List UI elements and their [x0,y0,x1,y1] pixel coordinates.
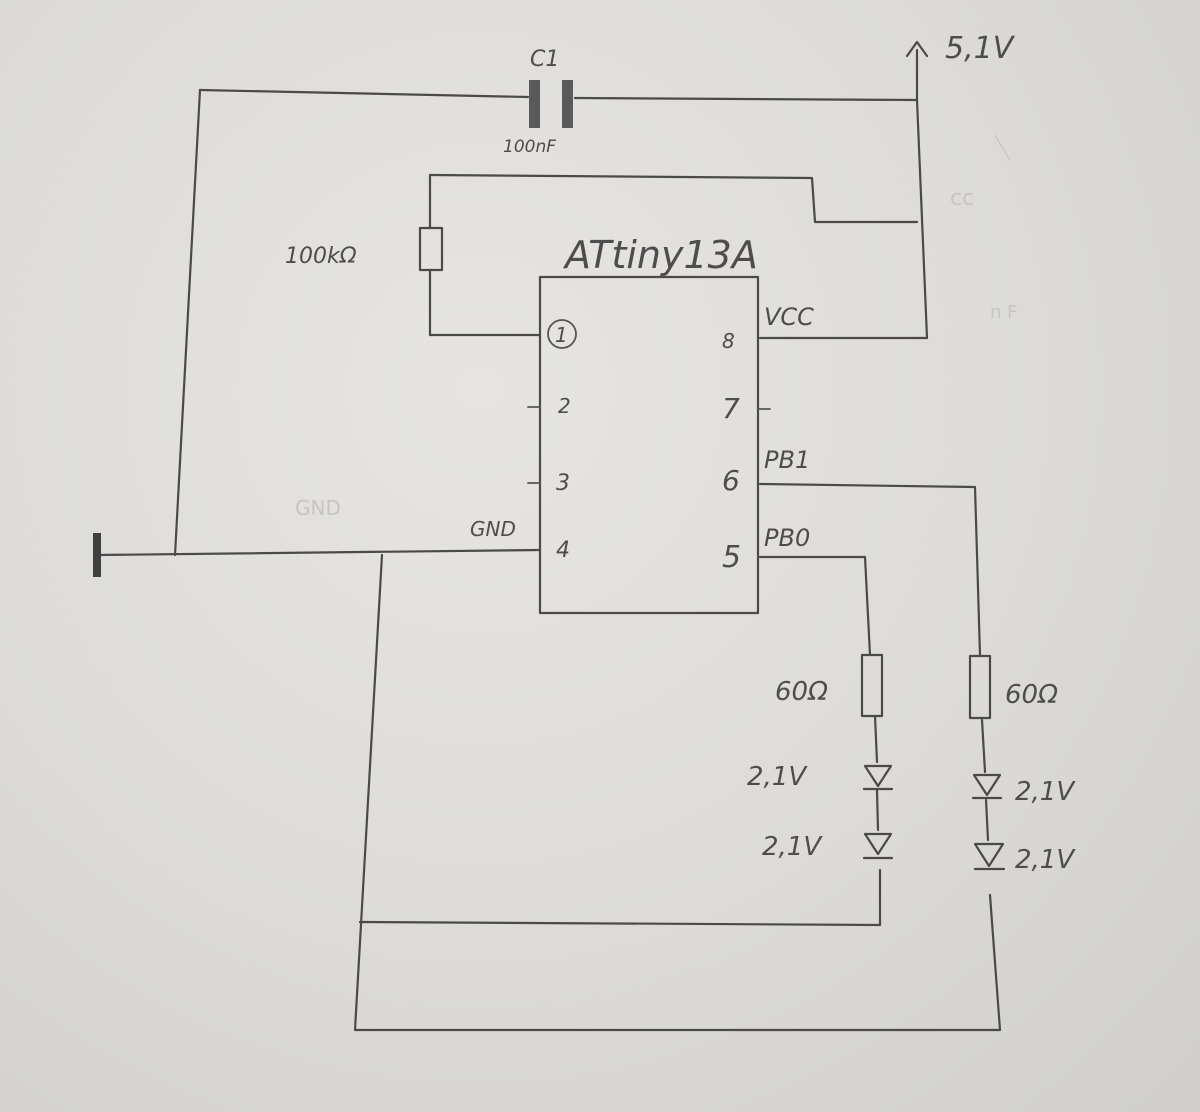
pin-number-2: 2 [558,394,571,418]
pin1-marker-icon [547,319,577,349]
ic-name: ATtiny13A [562,233,758,277]
svg-text:n F: n F [990,302,1017,323]
pb0-led2-label: 2,1V [762,832,823,862]
ground-rail [96,548,542,557]
pb1-led2-icon [973,842,1006,871]
pin-number-1: 1 [555,323,568,347]
pb0-led1-label: 2,1V [747,762,808,792]
pb0-resistor-label: 60Ω [775,677,828,707]
pb1-led1-icon [971,773,1003,800]
pullup-resistor-label: 100kΩ [285,244,357,269]
svg-text:cc: cc [950,186,974,211]
pb0-led1-icon [862,764,894,791]
pin-number-4: 4 [556,538,570,563]
supply-arrow-icon [905,40,929,102]
vcc-rail [428,98,929,340]
pin-number-5: 5 [722,540,741,575]
pb1-branch-wires [758,482,990,842]
capacitor-c1-icon [529,80,573,128]
pb0-branch-wires [758,555,880,832]
pullup-resistor-icon [418,226,444,272]
pb1-led1-label: 2,1V [1015,777,1076,807]
capacitor-value: 100nF [503,137,556,157]
ghost-marks: cc n F GND [295,134,1017,520]
gnd-label: GND [470,517,516,541]
pb0-led2-icon [862,832,894,860]
supply-label: 5,1V [945,31,1016,66]
pb1-led2-label: 2,1V [1015,845,1076,875]
pb1-resistor-label: 60Ω [1005,680,1058,710]
capacitor-name: C1 [530,47,559,72]
vcc-label: VCC [764,303,814,331]
ic-left-pin-stubs [527,406,541,484]
pin-number-8: 8 [722,329,735,353]
pb0-resistor-icon [860,653,884,718]
ground-symbol-icon [93,533,101,577]
pin-number-7: 7 [722,392,740,425]
svg-text:GND: GND [295,496,341,520]
top-rail [173,88,919,557]
ic-body [538,275,760,615]
pb1-label: PB1 [764,446,810,474]
pb1-resistor-icon [968,654,992,720]
pin-number-6: 6 [722,464,740,497]
return-wires [353,553,1002,1032]
pb0-label: PB0 [764,524,810,552]
reset-wire [428,268,542,337]
pin-number-3: 3 [556,471,570,496]
